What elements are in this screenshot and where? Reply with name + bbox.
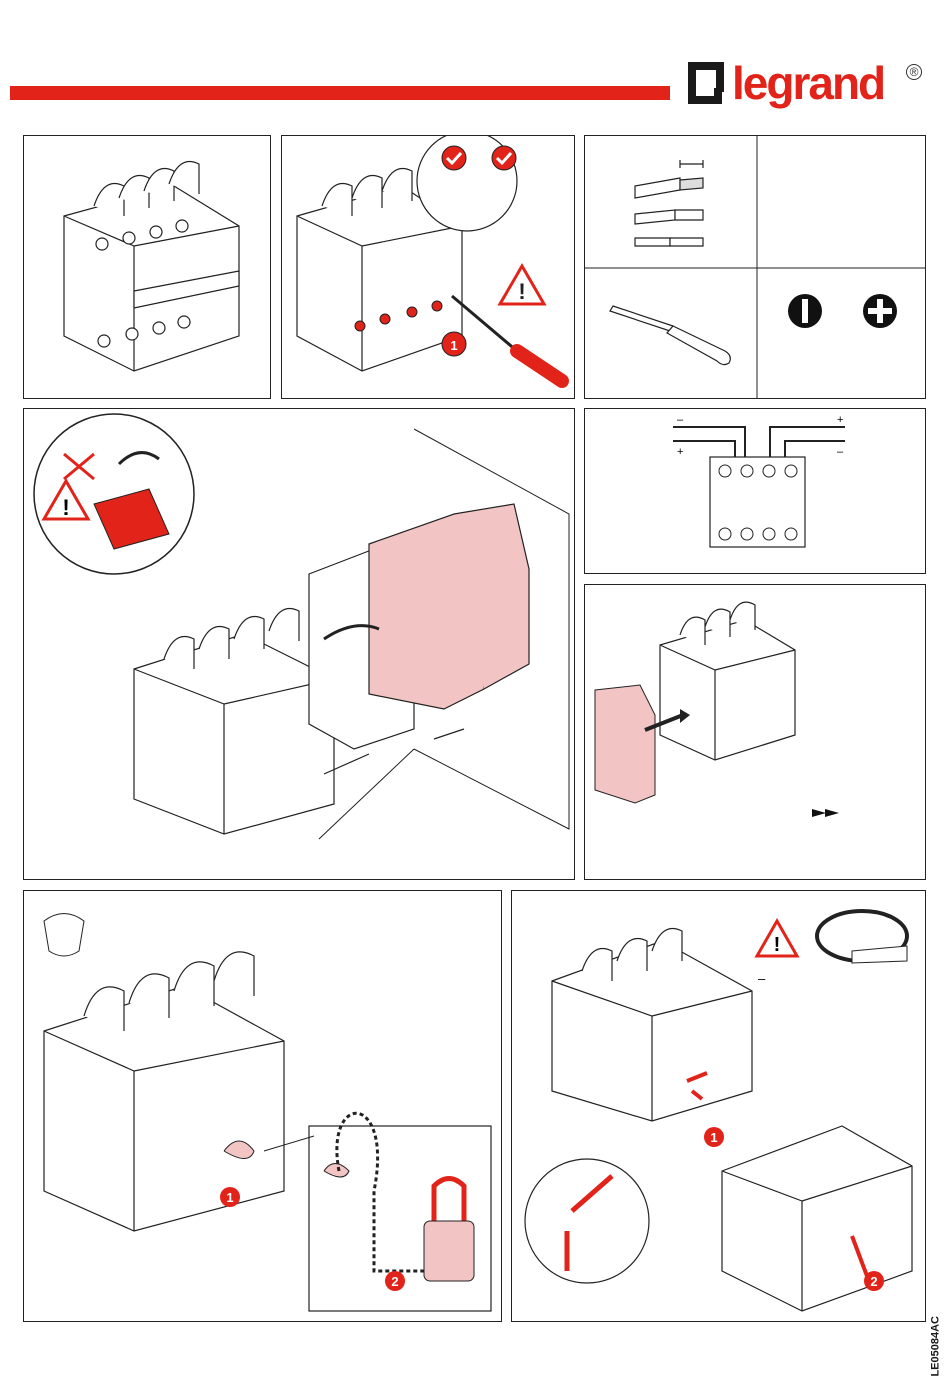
panel-tools-and-stripping	[584, 135, 926, 399]
svg-text:!: !	[518, 279, 525, 304]
legrand-logo: legrand ®	[684, 58, 924, 118]
svg-text:!: !	[62, 495, 69, 520]
step-number: 1	[226, 1190, 233, 1205]
header-red-bar	[10, 86, 670, 100]
accessory-mounting-illustration: !	[24, 409, 575, 880]
auxiliary-contact-block	[595, 685, 655, 803]
breaker-illustration	[24, 136, 271, 399]
sign-mid-left: +	[677, 446, 683, 458]
next-arrow-icon	[812, 809, 839, 817]
step-number: 2	[870, 1274, 877, 1289]
wiring-illustration: – + + –	[585, 409, 926, 574]
legrand-logo-mark	[684, 58, 728, 106]
terminal-tightening-illustration: ! 1	[282, 136, 575, 399]
flat-screwdriver-icon	[788, 294, 822, 328]
sign-top-right: +	[837, 414, 843, 426]
tools-illustration	[585, 136, 926, 399]
panel-accessory-mounting: !	[23, 408, 575, 880]
padlocking-illustration: 1 2	[24, 891, 502, 1322]
step-number: 1	[450, 338, 457, 353]
sealing-illustration: ! – 1 2	[512, 891, 926, 1322]
panel-sealing: ! – 1 2	[511, 890, 926, 1322]
step-number: 2	[391, 1274, 398, 1289]
auxiliary-contact-block	[369, 504, 529, 709]
phillips-screwdriver-icon	[863, 294, 897, 328]
registered-mark: ®	[906, 64, 922, 80]
svg-text:!: !	[774, 934, 781, 956]
contact-installation-illustration	[585, 585, 926, 880]
brand-name: legrand	[732, 56, 884, 110]
seal-dash: –	[758, 971, 766, 986]
panel-wiring-diagram: – + + –	[584, 408, 926, 574]
panel-contact-installation	[584, 584, 926, 880]
sign-mid-right: –	[837, 446, 844, 458]
panel-breaker-overview	[23, 135, 271, 399]
step-number: 1	[710, 1130, 717, 1145]
panel-terminal-tightening: ! 1	[281, 135, 575, 399]
sign-top-left: –	[677, 414, 684, 426]
lock-accessory-icon	[44, 914, 84, 957]
screwdriver-icon	[517, 351, 562, 381]
panel-padlocking: 1 2	[23, 890, 502, 1322]
document-code: LE05084AC	[930, 1316, 942, 1377]
